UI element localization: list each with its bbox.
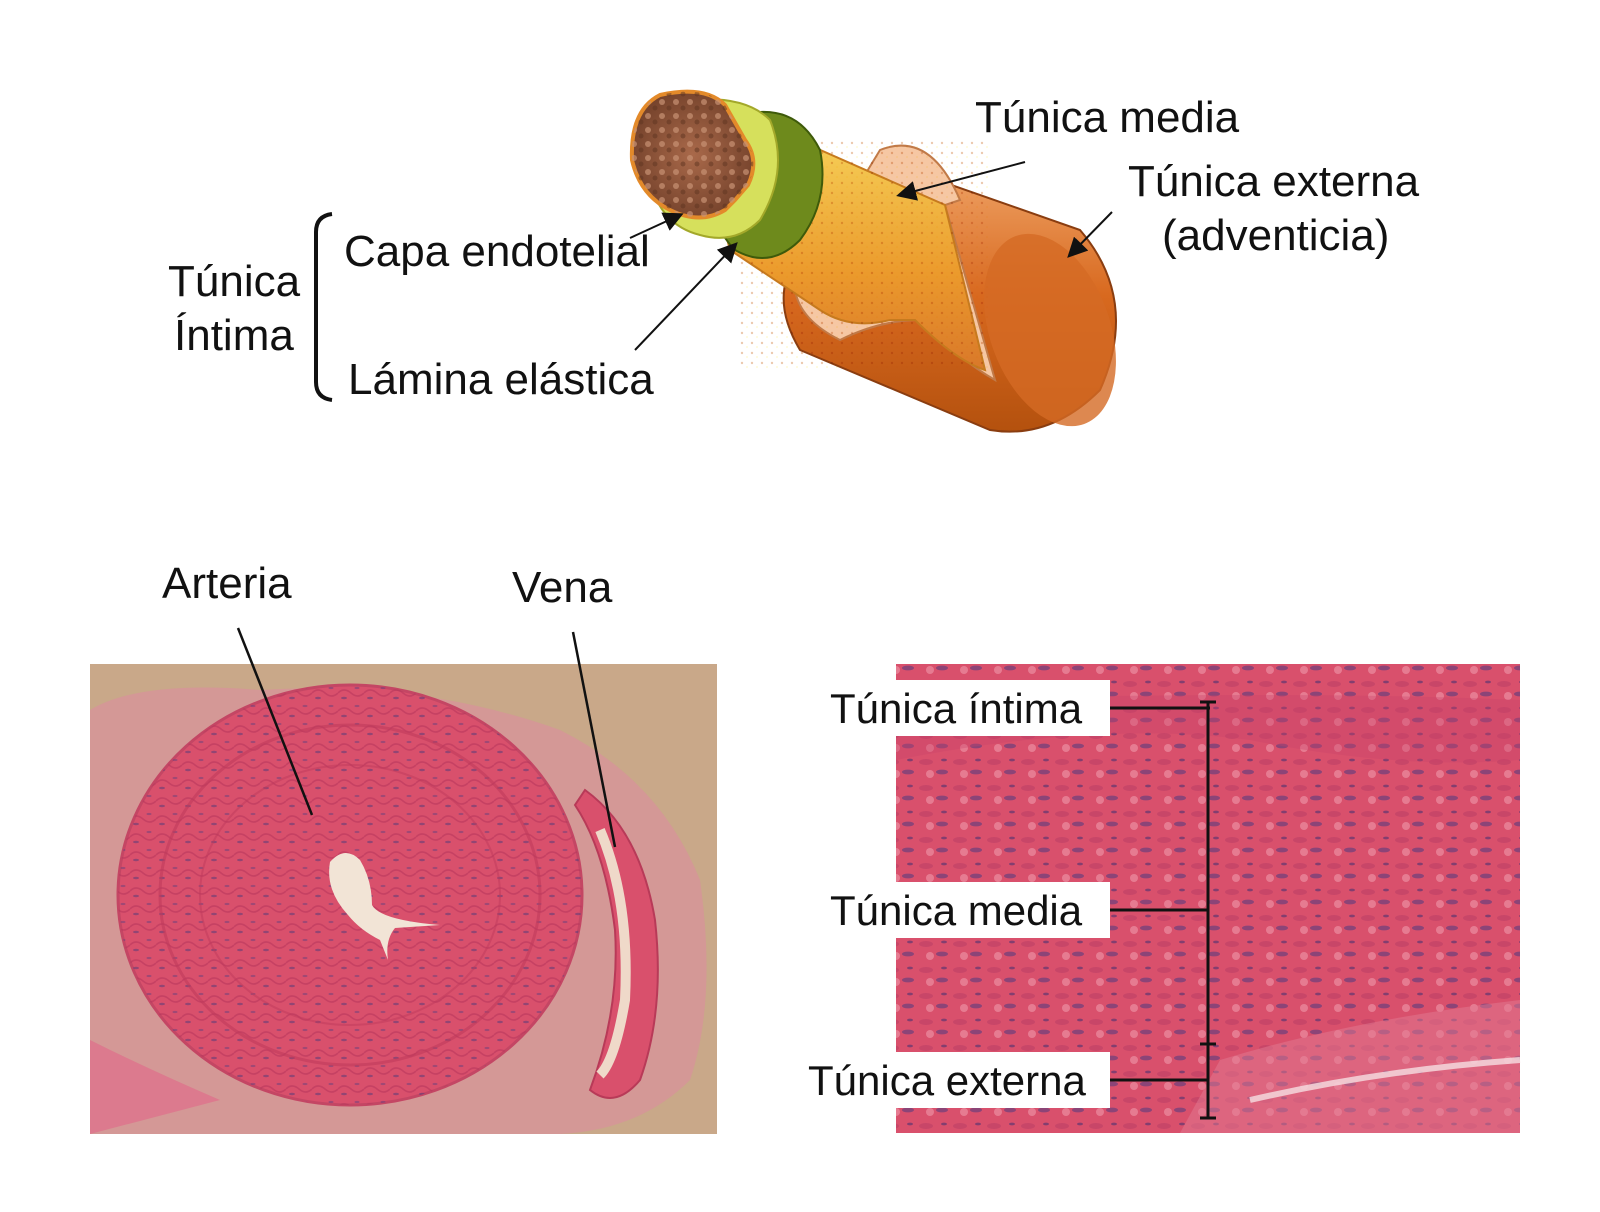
left-pointer-lines [236,627,617,848]
label-arteria: Arteria [162,559,292,608]
intima-bracket [314,212,333,402]
label-tunica-externa-top: Túnica externa [1128,157,1420,206]
label-lamina-elastica: Lámina elástica [348,355,654,404]
label-tunica-intima-micro: Túnica íntima [830,685,1083,732]
label-tunica-externa-micro: Túnica externa [808,1057,1086,1104]
micrograph-artery-vein [90,664,717,1134]
label-box-intima [824,680,1110,736]
label-capa-endotelial: Capa endotelial [344,227,650,276]
vein-wall [573,788,659,1099]
artery-lumen [329,852,440,960]
label-tunica-media-top: Túnica media [975,93,1240,142]
vessel-3d-illustration [629,89,1117,433]
label-tunica-media-micro: Túnica media [830,887,1083,934]
label-vena: Vena [512,563,613,612]
label-box-externa [802,1052,1110,1108]
top-pointer-lines [629,161,1113,351]
label-tunica-intima-line1: Túnica [168,257,301,306]
label-tunica-intima-line2: Íntima [174,311,294,360]
label-adventicia: (adventicia) [1162,211,1389,260]
layer-leader-lines [1110,700,1216,1120]
label-box-media [824,882,1110,938]
